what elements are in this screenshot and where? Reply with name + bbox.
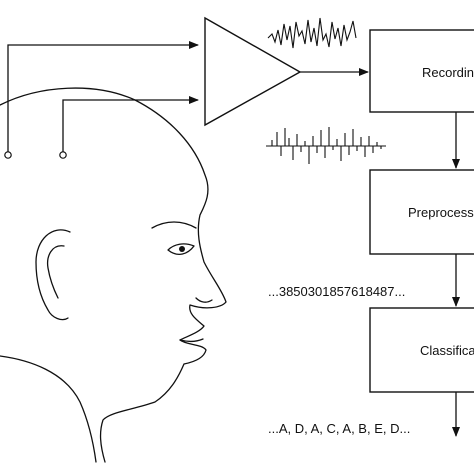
raw-signal-waveform <box>267 17 357 49</box>
classification-box <box>369 307 474 393</box>
preprocessing-box <box>369 169 474 255</box>
preprocessed-spikes <box>266 127 386 164</box>
head-profile-drawing <box>0 87 227 463</box>
electrode-1 <box>4 151 12 159</box>
electrode-2 <box>59 151 67 159</box>
recording-label: Recording <box>422 65 474 80</box>
recording-box <box>369 29 474 113</box>
electrode-wires <box>7 41 199 152</box>
eye-pupil <box>179 246 185 252</box>
classification-label: Classification <box>420 343 474 358</box>
preprocessing-label: Preprocessing <box>408 205 474 220</box>
digit-stream: ...3850301857618487... <box>268 284 405 299</box>
amplifier-triangle <box>204 16 302 127</box>
letter-stream: ...A, D, A, C, A, B, E, D... <box>268 421 410 436</box>
